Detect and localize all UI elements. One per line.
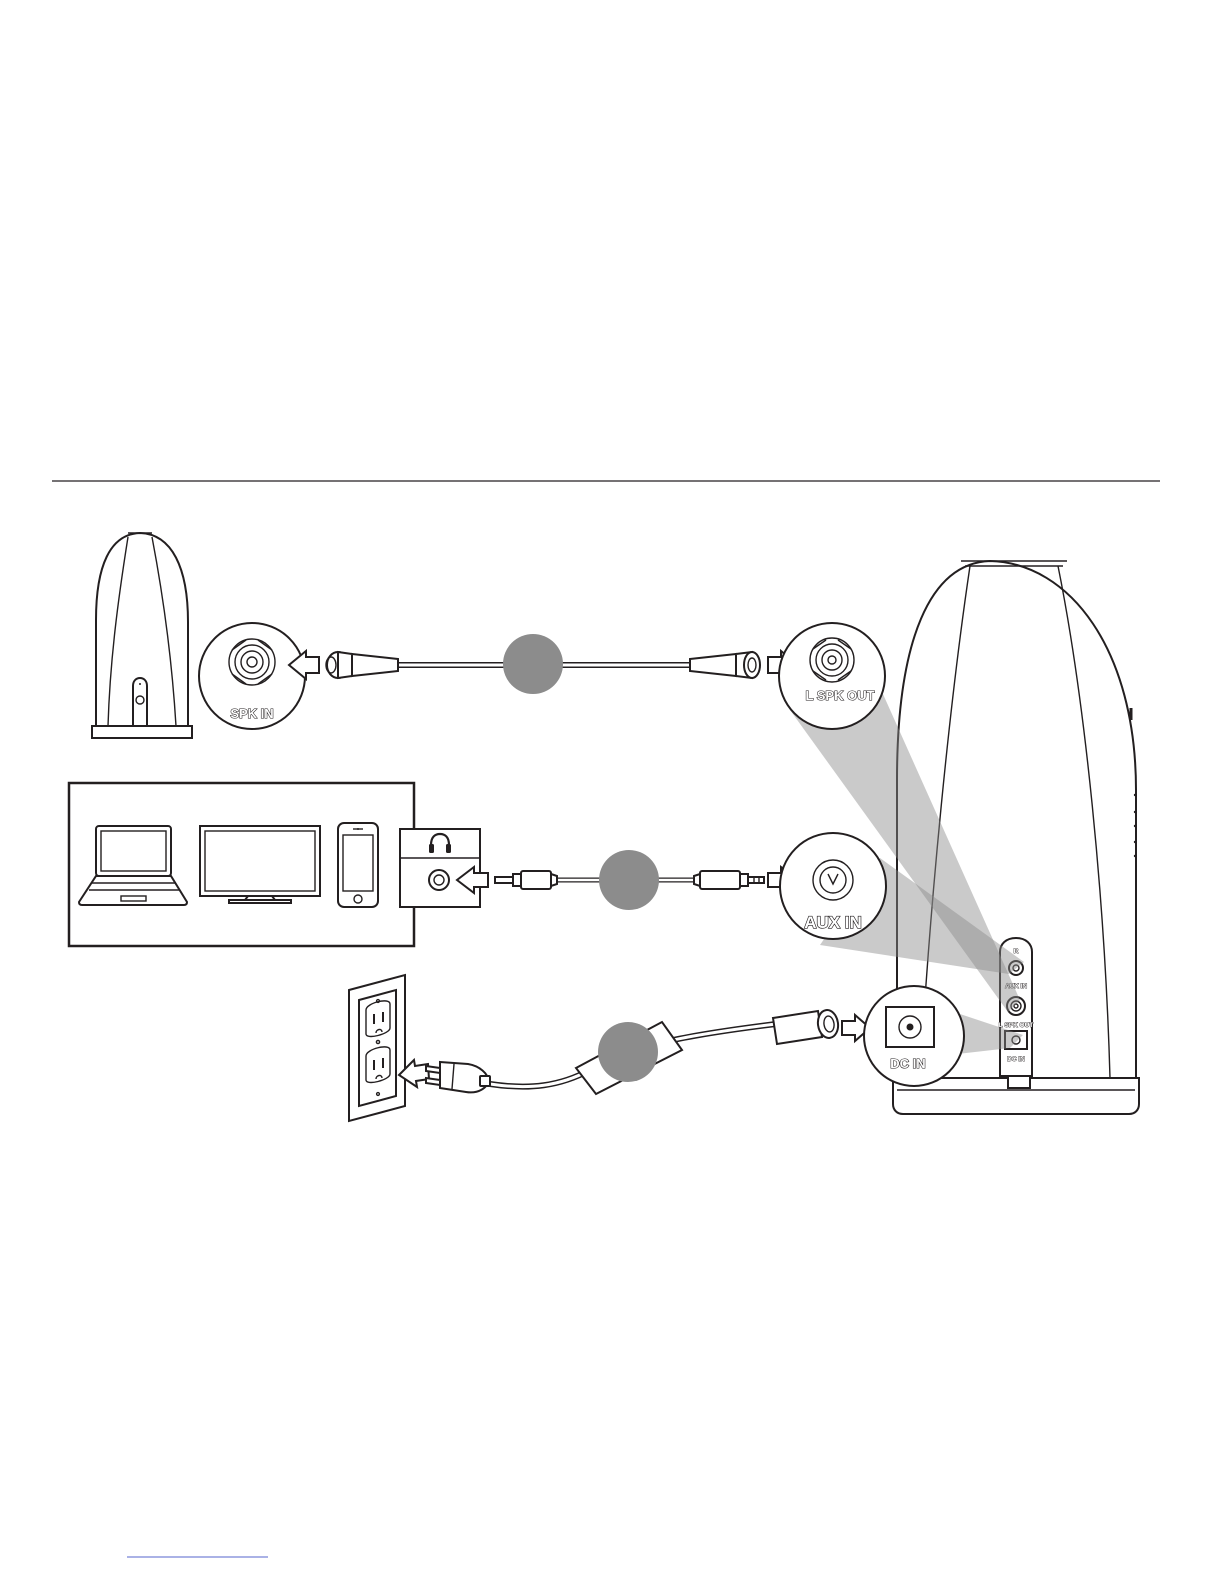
aux-in-zoom: AUX IN [780,833,886,939]
panel-label-dc-in: DC IN [1007,1056,1025,1063]
l-spk-out-label: L SPK OUT [805,688,874,703]
spk-in-zoom: SPK IN [199,623,305,729]
satellite-speaker [92,533,192,738]
l-spk-out-zoom: L SPK OUT [779,623,885,729]
step-marker-2 [599,850,659,910]
step-marker-3 [598,1022,658,1082]
tv-icon [200,826,320,903]
smartphone-icon [338,823,378,907]
wall-outlet-icon [349,975,405,1121]
panel-label-l-spk-out: L SPK OUT [999,1022,1034,1029]
spk-in-label: SPK IN [230,706,273,721]
source-devices-panel [69,783,480,946]
laptop-icon [79,826,187,905]
dc-in-zoom: DC IN [864,986,964,1086]
panel-label-r: R [1014,948,1019,955]
dc-in-label: DC IN [890,1056,925,1071]
step-marker-1 [503,634,563,694]
power-plug-icon [426,1062,490,1092]
headphone-jack-panel [400,829,480,907]
aux-in-label: AUX IN [804,913,862,932]
